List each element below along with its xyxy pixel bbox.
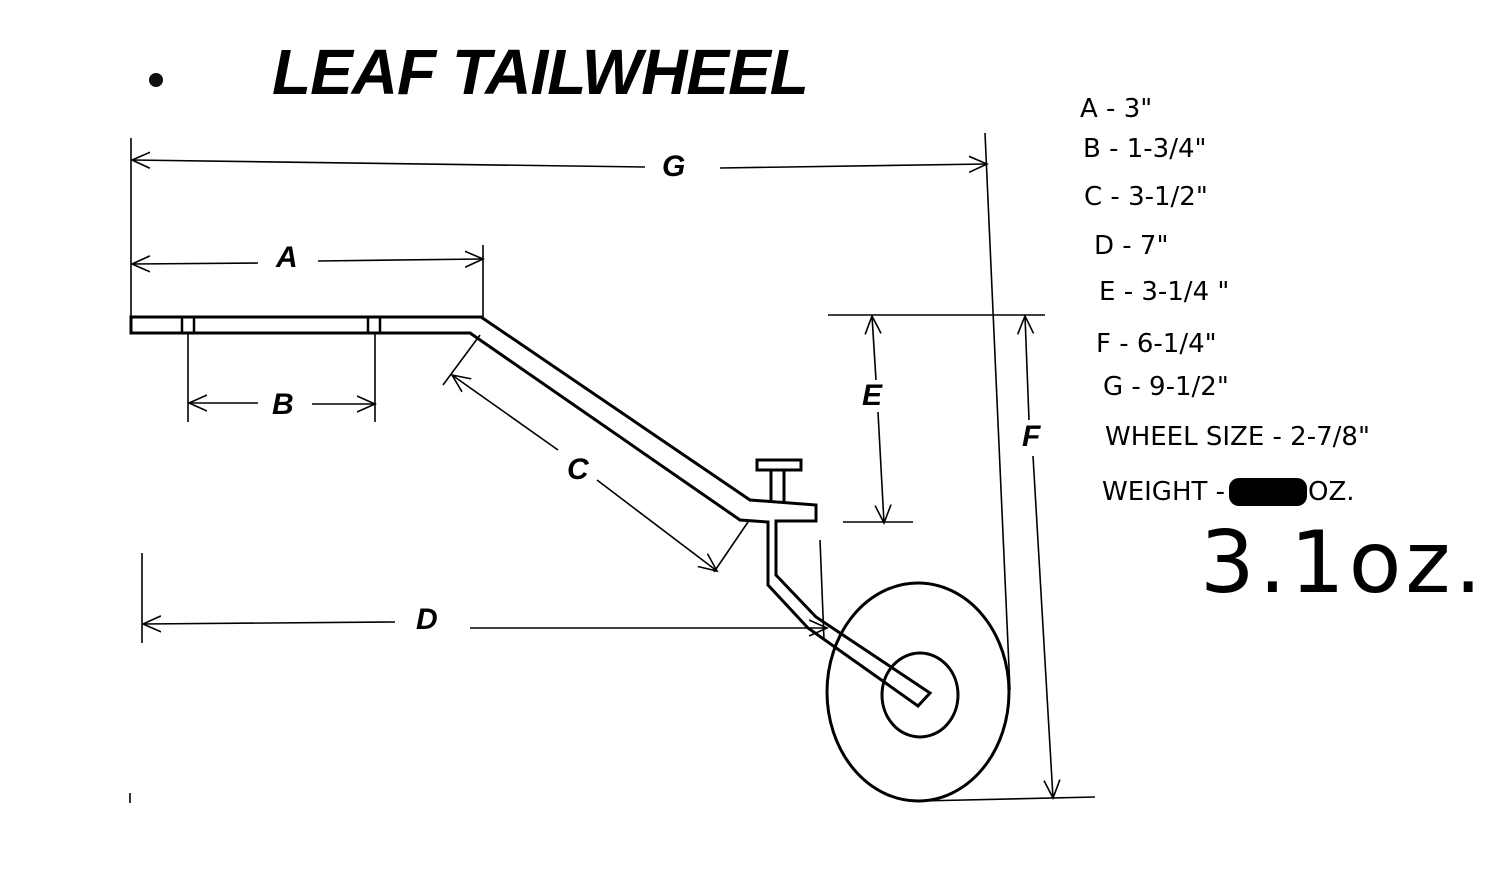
handwritten-weight: 3.1oz.	[1200, 513, 1486, 613]
dimension-label-c: C	[567, 453, 589, 486]
spec-g: G - 9-1/2"	[1103, 372, 1229, 402]
dimension-label-a: A	[276, 241, 298, 274]
bullet-point	[149, 73, 163, 87]
dimension-label-g: G	[662, 150, 686, 183]
spec-f: F - 6-1/4"	[1096, 329, 1217, 359]
redaction-mark	[1229, 478, 1308, 506]
dimension-label-e: E	[862, 379, 883, 412]
diagram-title: LEAF TAILWHEEL	[272, 36, 809, 108]
spec-c: C - 3-1/2"	[1084, 182, 1208, 212]
weight-unit: OZ.	[1308, 477, 1355, 507]
spec-e: E - 3-1/4 "	[1099, 277, 1230, 307]
spec-b: B - 1-3/4"	[1083, 134, 1207, 164]
spec-wheel-size: WHEEL SIZE - 2-7/8"	[1105, 422, 1370, 452]
steering-bolt	[755, 458, 803, 503]
weight-prefix: WEIGHT -	[1102, 477, 1226, 507]
dimension-lines	[129, 132, 1096, 803]
spec-weight: WEIGHT - OZ.	[1102, 478, 1355, 506]
dimension-label-b: B	[272, 388, 294, 421]
leaf-spring	[129, 315, 933, 708]
spec-a: A - 3"	[1080, 94, 1153, 124]
spec-d: D - 7"	[1094, 231, 1169, 261]
dimension-label-d: D	[416, 603, 438, 636]
dimension-label-f: F	[1022, 420, 1041, 453]
mounting-holes	[180, 317, 382, 333]
wheel	[825, 581, 1011, 803]
